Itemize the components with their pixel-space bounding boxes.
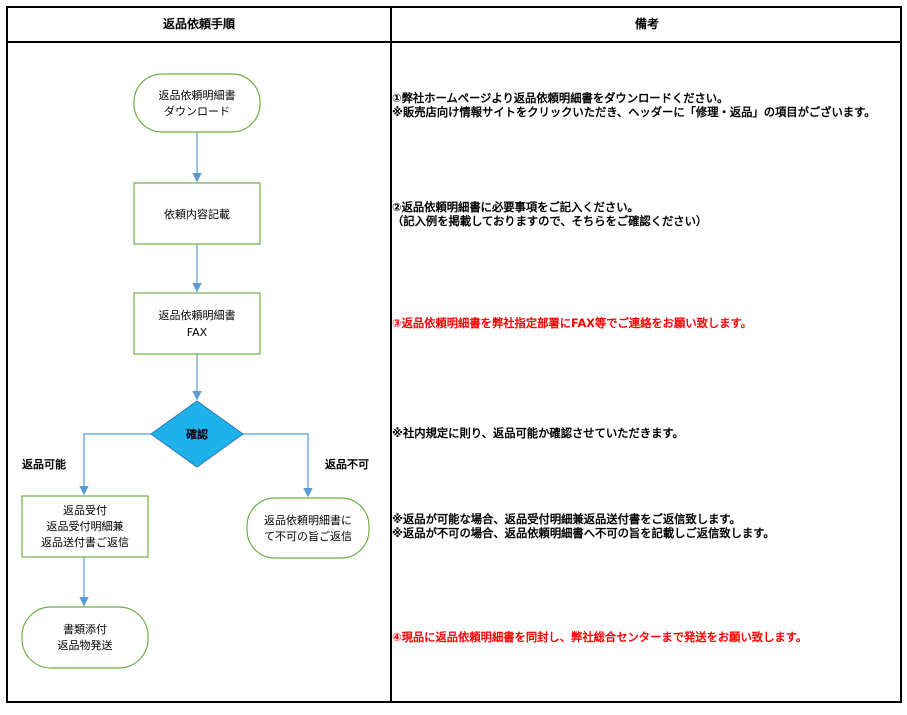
- note-fill-line2: （記入例を掲載しておりますので、そちらをご確認ください）: [392, 215, 708, 228]
- return-accepted-line1: 返品受付: [63, 504, 107, 517]
- decision-label: 確認: [186, 427, 208, 441]
- ship-goods-line2: 返品物発送: [58, 638, 113, 652]
- note-download: ①弊社ホームページより返品依頼明細書をダウンロードください。 ※販売店向け情報サ…: [392, 92, 876, 120]
- return-accepted-line2: 返品受付明細兼: [47, 520, 124, 533]
- note-fill-line1: ②返品依頼明細書に必要事項をご記入ください。: [392, 201, 639, 214]
- note-reply: ※返品が可能な場合、返品受付明細兼返品送付書をご返信致します。 ※返品が不可の場…: [392, 513, 775, 541]
- return-accepted-node: [21, 495, 149, 558]
- flow-table: 返品依頼手順 備考: [6, 6, 902, 703]
- branch-no-label: 返品不可: [325, 457, 369, 471]
- return-rejected-line2: て不可の旨ご返信: [264, 529, 352, 543]
- return-rejected-node: [246, 497, 370, 559]
- note-fax: ③返品依頼明細書を弊社指定部署にFAX等でご連絡をお願い致します。: [392, 317, 752, 331]
- step-download-line2: ダウンロード: [164, 104, 230, 118]
- step-fill-label: 依頼内容記載: [164, 207, 230, 221]
- note-ship-line1: ④現品に返品依頼明細書を同封し、弊社総合センターまで発送をお願い致します。: [392, 631, 808, 644]
- step-download-node: [133, 73, 261, 133]
- note-ship: ④現品に返品依頼明細書を同封し、弊社総合センターまで発送をお願い致します。: [392, 631, 807, 645]
- note-fill: ②返品依頼明細書に必要事項をご記入ください。 （記入例を掲載しておりますので、そ…: [392, 201, 707, 229]
- step-download-line1: 返品依頼明細書: [159, 88, 236, 102]
- arrow-decision-yes: [79, 433, 151, 496]
- note-reply-line1: ※返品が可能な場合、返品受付明細兼返品送付書をご返信致します。: [392, 513, 741, 526]
- note-check-line1: ※社内規定に則り、返品可能か確認させていただきます。: [392, 427, 684, 440]
- step-fax-line2: FAX: [187, 326, 208, 339]
- note-download-line1: ①弊社ホームページより返品依頼明細書をダウンロードください。: [392, 92, 729, 105]
- column-divider: [390, 8, 392, 701]
- branch-yes-label: 返品可能: [22, 457, 66, 471]
- step-fill-node: [133, 182, 261, 245]
- ship-goods-node: [21, 606, 149, 669]
- step-fax-line1: 返品依頼明細書: [159, 308, 236, 322]
- note-reply-line2: ※返品が不可の場合、返品依頼明細書へ不可の旨を記載しご返信致します。: [392, 527, 775, 540]
- step-fax-node: [133, 292, 261, 355]
- header-remarks: 備考: [634, 17, 659, 31]
- header-divider: [8, 41, 900, 43]
- return-accepted-line3: 返品送付書ご返信: [41, 535, 129, 549]
- note-fax-line1: ③返品依頼明細書を弊社指定部署にFAX等でご連絡をお願い致します。: [392, 317, 752, 330]
- arrow-decision-no: [243, 433, 313, 498]
- decision-node: [150, 400, 244, 468]
- note-check: ※社内規定に則り、返品可能か確認させていただきます。: [392, 427, 684, 441]
- ship-goods-line1: 書類添付: [63, 622, 107, 636]
- note-download-line2: ※販売店向け情報サイトをクリックいただき、ヘッダーに「修理・返品」の項目がござい…: [392, 106, 876, 119]
- return-rejected-line1: 返品依頼明細書に: [264, 513, 352, 527]
- header-procedure: 返品依頼手順: [162, 17, 235, 31]
